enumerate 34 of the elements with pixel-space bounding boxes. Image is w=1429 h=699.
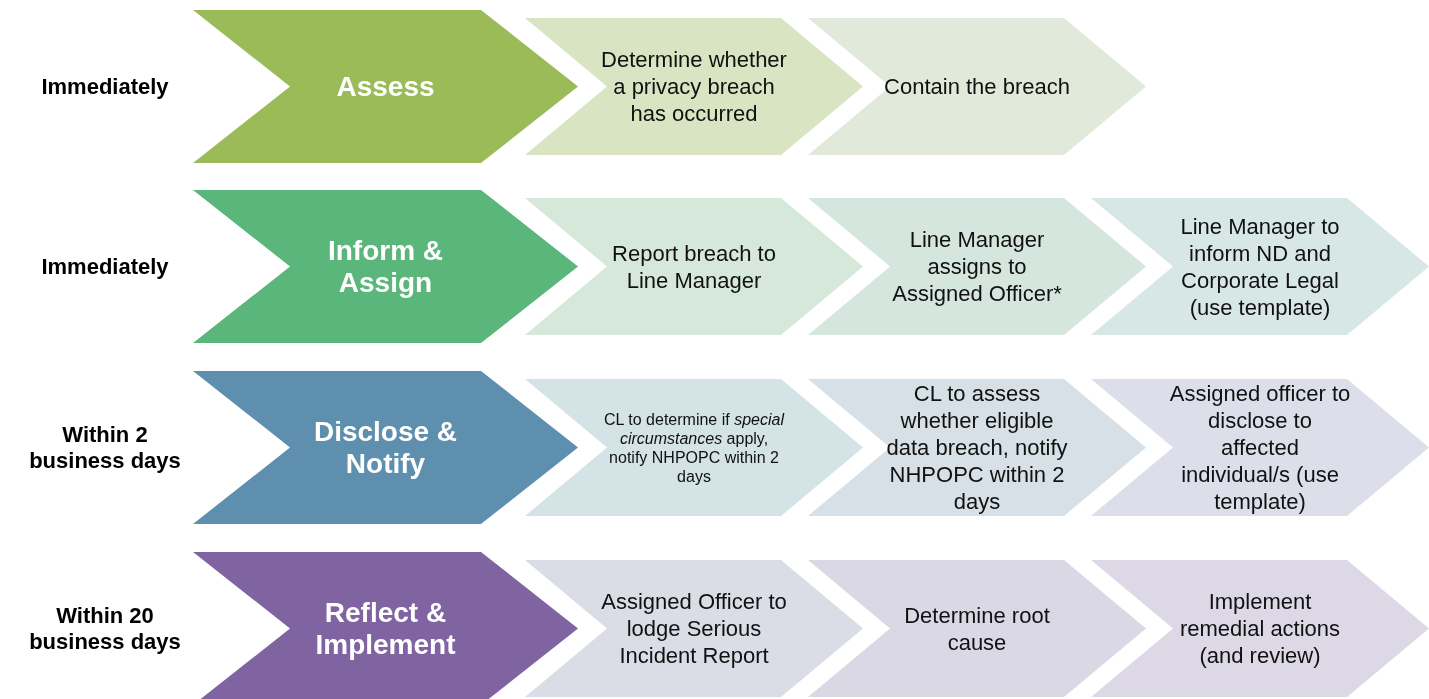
timeframe-label: Within 2 business days bbox=[28, 421, 182, 474]
stage-panel bbox=[193, 371, 578, 524]
step-text: Determine root cause bbox=[903, 601, 1051, 656]
step-panel bbox=[525, 379, 863, 516]
timeframe-label: Immediately bbox=[40, 253, 170, 280]
step-panel bbox=[808, 198, 1146, 335]
step-text: Assigned Officer to lodge Serious Incident Report bbox=[601, 588, 787, 669]
stage-title: Assess bbox=[336, 70, 435, 103]
step-panel bbox=[525, 560, 863, 697]
stage-title: Reflect & Implement bbox=[314, 596, 457, 661]
step-panel bbox=[525, 18, 863, 155]
step-text: Contain the breach bbox=[884, 73, 1070, 100]
stage-panel bbox=[193, 190, 578, 343]
step-text: Report breach to Line Manager bbox=[611, 239, 777, 294]
step-panel bbox=[808, 560, 1146, 697]
step-panel bbox=[808, 18, 1146, 155]
step-panel bbox=[525, 198, 863, 335]
stage-title: Inform & Assign bbox=[326, 234, 445, 299]
step-panel bbox=[808, 379, 1146, 516]
step-text: CL to assess whether eligible data breach, notify NHPOPC within 2 days bbox=[885, 380, 1069, 515]
step-text: CL to determine if special circumstances apply, notify NHPOPC within 2 days bbox=[603, 409, 786, 486]
step-text: Implement remedial actions (and review) bbox=[1178, 588, 1342, 669]
step-panel bbox=[1091, 198, 1429, 335]
timeframe-label: Immediately bbox=[40, 73, 170, 100]
step-panel bbox=[1091, 379, 1429, 516]
step-text: Assigned officer to disclose to affected individual/s (use template) bbox=[1168, 380, 1352, 515]
stage-panel bbox=[193, 10, 578, 163]
step-text: Determine whether a privacy breach has occurred bbox=[601, 46, 787, 127]
step-text: Line Manager to inform ND and Corporate Legal (use template) bbox=[1179, 212, 1341, 321]
timeframe-label: Within 20 business days bbox=[28, 602, 182, 655]
stage-panel bbox=[193, 552, 578, 699]
step-panel bbox=[1091, 560, 1429, 697]
stage-title: Disclose & Notify bbox=[312, 415, 459, 480]
step-text: Line Manager assigns to Assigned Officer* bbox=[891, 226, 1063, 307]
